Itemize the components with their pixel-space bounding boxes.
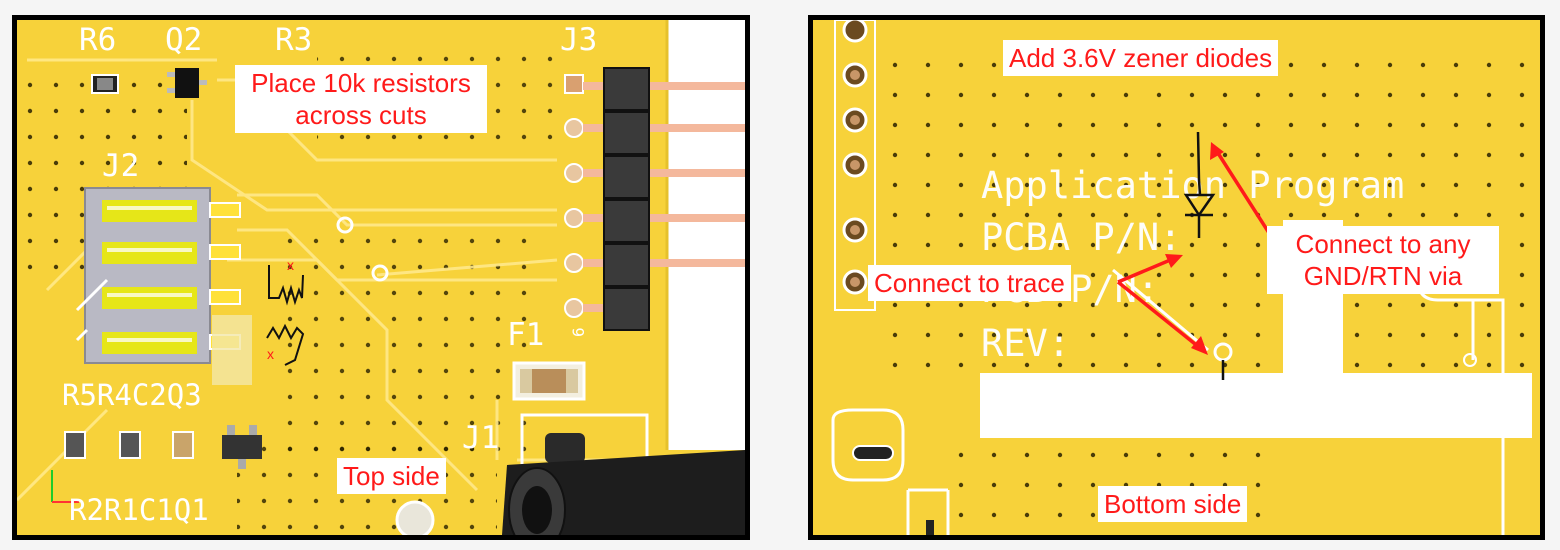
designator-r2r1c1q1: R2R1C1Q1 <box>69 493 209 527</box>
designator-r5r4c2q3: R5R4C2Q3 <box>62 378 202 412</box>
callout-connect-trace: Connect to trace <box>868 265 1071 301</box>
designator-j3: J3 <box>560 22 597 58</box>
callout-add-zener: Add 3.6V zener diodes <box>1003 40 1279 76</box>
silk-pcba-pn: PCBA P/N: <box>981 216 1181 259</box>
cut-mark-1: x <box>287 257 294 273</box>
pin-6-label: 6 <box>569 327 588 337</box>
callout-connect-gnd: Connect to any GND/RTN via <box>1267 226 1499 294</box>
cut-mark-2: x <box>267 346 274 362</box>
silk-rev: REV: <box>981 322 1070 365</box>
callout-top-side: Top side <box>337 458 446 494</box>
designator-q2: Q2 <box>165 22 202 58</box>
designator-j1: J1 <box>462 420 499 456</box>
designator-j2: J2 <box>102 148 139 184</box>
silk-application-program: Application Program <box>981 164 1404 207</box>
bottom-side-panel: Application Program PCBA P/N: PCB P/N: R… <box>808 15 1545 540</box>
top-side-panel: x x <box>12 15 750 540</box>
designator-r6: R6 <box>79 22 116 58</box>
callout-place-resistors: Place 10k resistors across cuts <box>235 65 487 133</box>
designator-r3: R3 <box>275 22 312 58</box>
designator-f1: F1 <box>507 317 544 353</box>
callout-bottom-side: Bottom side <box>1098 486 1248 522</box>
